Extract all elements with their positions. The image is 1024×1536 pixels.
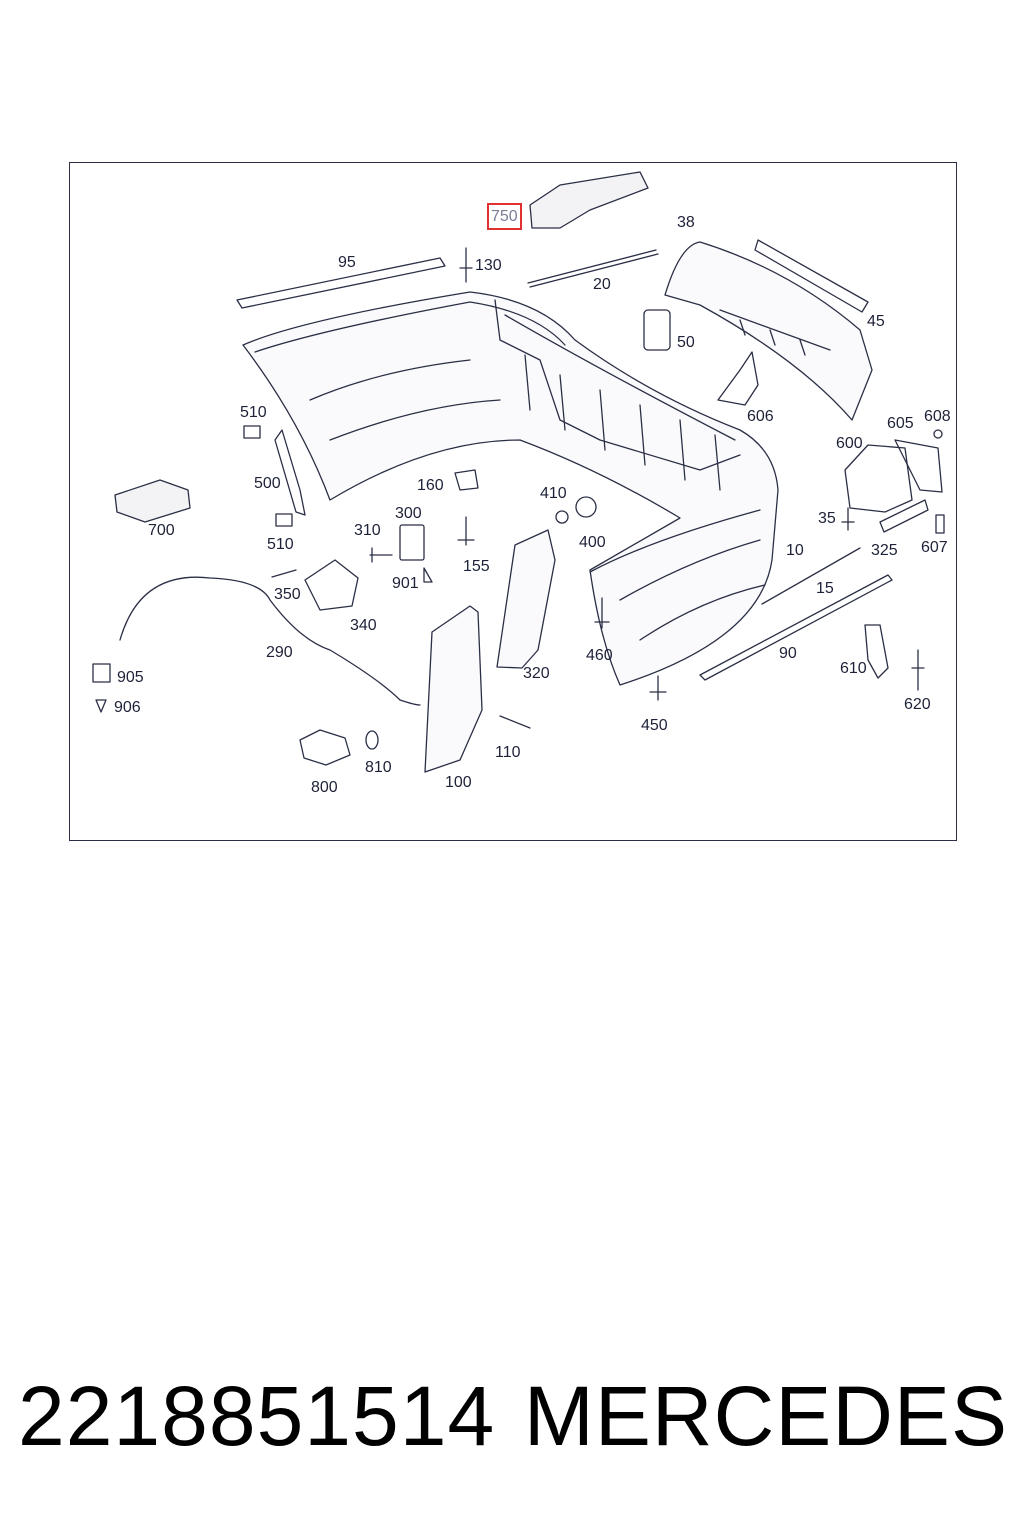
part-160 [454,469,479,491]
callout-155[interactable]: 155 [463,558,490,575]
part-320 [496,529,556,669]
callout-45[interactable]: 45 [867,313,885,330]
part-700 [114,479,191,523]
callout-10[interactable]: 10 [786,542,804,559]
part-number: 2218851514 [18,1369,496,1463]
part-290 [119,576,421,706]
part-15-90 [699,574,893,681]
callout-35[interactable]: 35 [818,510,836,527]
callout-290[interactable]: 290 [266,644,293,661]
callout-340[interactable]: 340 [350,617,377,634]
callout-500[interactable]: 500 [254,475,281,492]
part-600 [844,444,913,513]
part-400 [575,496,597,518]
callout-450[interactable]: 450 [641,717,668,734]
callout-901[interactable]: 901 [392,575,419,592]
callout-400[interactable]: 400 [579,534,606,551]
callout-300[interactable]: 300 [395,505,422,522]
part-800 [299,729,351,766]
callout-510-bottom[interactable]: 510 [267,536,294,553]
callout-110[interactable]: 110 [495,744,521,761]
callout-325[interactable]: 325 [871,542,898,559]
part-100 [424,605,483,773]
part-500 [274,429,306,516]
callout-90[interactable]: 90 [779,645,797,662]
callout-460[interactable]: 460 [586,647,613,664]
callout-800[interactable]: 800 [311,779,338,796]
callout-606[interactable]: 606 [747,408,774,425]
callout-905[interactable]: 905 [117,669,144,686]
part-608 [933,429,943,439]
callout-510-top[interactable]: 510 [240,404,267,421]
callout-600[interactable]: 600 [836,435,863,452]
part-20 [527,249,659,288]
part-95 [236,257,446,309]
callout-95[interactable]: 95 [338,254,356,271]
part-607 [935,514,945,534]
part-410 [555,510,569,524]
callout-15[interactable]: 15 [816,580,834,597]
part-50 [643,309,671,351]
part-605 [894,439,943,493]
diagram-frame [69,162,957,841]
caption: 2218851514 MERCEDES [18,1374,1008,1464]
callout-700[interactable]: 700 [148,522,175,539]
part-610 [864,624,889,679]
part-510-top [243,425,261,439]
part-606 [717,351,759,406]
callout-607[interactable]: 607 [921,539,948,556]
part-340 [304,559,359,611]
callout-320[interactable]: 320 [523,665,550,682]
callout-410[interactable]: 410 [540,485,567,502]
callout-906[interactable]: 906 [114,699,141,716]
part-300 [399,524,425,561]
part-45 [754,239,869,313]
callout-610[interactable]: 610 [840,660,867,677]
callout-310[interactable]: 310 [354,522,381,539]
callout-608[interactable]: 608 [924,408,951,425]
callout-130[interactable]: 130 [475,257,502,274]
part-325 [879,499,929,533]
callout-350[interactable]: 350 [274,586,301,603]
callout-38[interactable]: 38 [677,214,695,231]
callout-605[interactable]: 605 [887,415,914,432]
callout-810[interactable]: 810 [365,759,392,776]
part-510-bottom [275,513,293,527]
callout-100[interactable]: 100 [445,774,472,791]
bumper-cover [242,291,779,686]
brand-name: MERCEDES [523,1369,1008,1463]
callout-160[interactable]: 160 [417,477,444,494]
fasteners [92,247,925,729]
part-810 [365,730,379,750]
callout-20[interactable]: 20 [593,276,611,293]
part-750 [529,171,649,229]
callout-50[interactable]: 50 [677,334,695,351]
part-38 [664,241,873,421]
callout-750[interactable]: 750 [487,203,522,230]
parts-illustration [92,171,945,773]
part-10 [761,547,861,605]
callout-620[interactable]: 620 [904,696,931,713]
